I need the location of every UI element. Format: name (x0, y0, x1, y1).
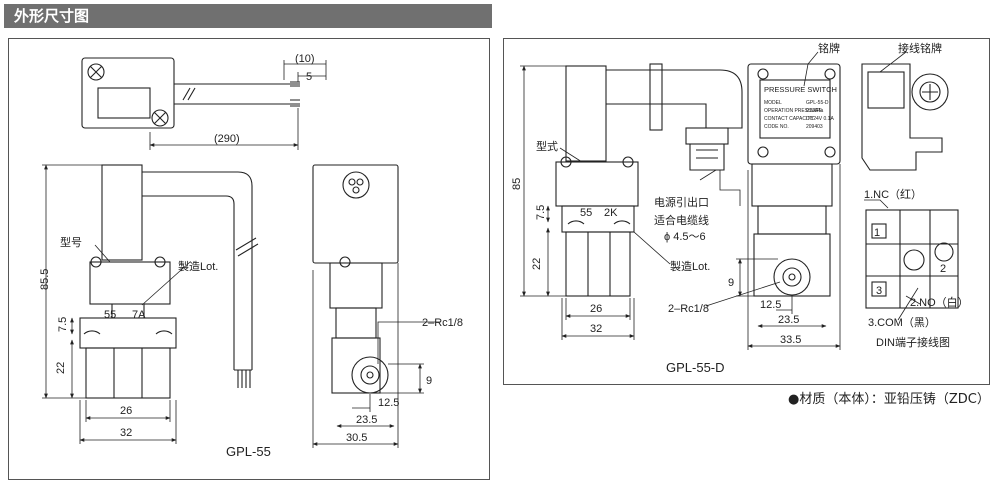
plate-model-label: MODEL (764, 100, 782, 106)
cable-exit-label: 电源引出口 (654, 195, 709, 209)
nameplate-label: 铭牌 (818, 41, 840, 55)
dim-26-right: 26 (590, 303, 602, 315)
gpl-55-d-side-view (747, 63, 841, 297)
plate-title: PRESSURE SWITCH (764, 85, 837, 94)
cable-fit-label: 适合电缆线 (654, 213, 709, 227)
din-connector-view (861, 63, 949, 171)
port-label-right: 2–Rc1/8 (668, 303, 709, 315)
plate-pressure-value: 0.5MPa (806, 108, 823, 114)
section-title: 外形尺寸图 (14, 7, 90, 25)
gpl-55-top-view (81, 57, 300, 129)
plate-code-value: 209403 (806, 124, 823, 130)
gpl-55-side-view (312, 164, 399, 394)
dim-12-5-right: 12.5 (760, 299, 781, 311)
terminal-2: 2 (940, 263, 946, 275)
dim-12-5: 12.5 (378, 397, 399, 409)
dim-32-right: 32 (590, 323, 602, 335)
dim-32: 32 (120, 427, 132, 439)
plate-contact-label: CONTACT CAPACITY (764, 116, 814, 122)
com-label: 3.COM（黑） (868, 316, 936, 329)
code-55-right: 55 (580, 207, 592, 219)
model-gpl-55: GPL-55 (226, 444, 271, 459)
gpl-55-front-view (79, 164, 259, 399)
dim-26: 26 (120, 405, 132, 417)
nameplate: PRESSURE SWITCH MODEL GPL-55-D OPERATION… (764, 85, 837, 130)
dim-85-5: 85.5 (39, 269, 51, 290)
dim-290: (290) (214, 133, 240, 145)
plate-code-label: CODE NO. (764, 124, 789, 130)
cable-diameter-label: ϕ 4.5～6 (664, 231, 706, 243)
dim-85: 85 (511, 178, 523, 190)
type-label: 型式 (536, 139, 558, 153)
lot-label-right: 製造Lot. (670, 259, 710, 273)
gpl-55-drawing-frame (8, 38, 490, 480)
terminal-3: 3 (876, 285, 882, 297)
dim-22-right: 22 (531, 258, 543, 270)
nc-label: 1.NC（红） (864, 188, 922, 201)
terminal-plate-label: 接线铭牌 (898, 41, 942, 55)
no-label: 2.NO（白） (910, 295, 969, 309)
terminal-1: 1 (874, 227, 880, 239)
dim-7-5-right: 7.5 (535, 205, 547, 220)
dim-23-5-right: 23.5 (778, 314, 799, 326)
dim-10-paren: (10) (295, 53, 315, 65)
dim-5: 5 (306, 71, 312, 83)
dim-33-5: 33.5 (780, 334, 801, 346)
gpl-55-views (79, 57, 399, 399)
plate-contact-value: DC24V 0.1A (806, 116, 834, 122)
code-2k: 2K (604, 207, 618, 219)
port-label: 2–Rc1/8 (422, 317, 463, 329)
gpl-55-d-drawing-frame (503, 38, 990, 385)
gpl-55-dimension-lines (42, 60, 440, 448)
model-label: 型号 (60, 235, 82, 249)
dim-22: 22 (55, 362, 67, 374)
dim-30-5: 30.5 (346, 432, 367, 444)
gpl-55-d-dimension-lines (520, 51, 921, 350)
din-title: DIN端子接线图 (876, 335, 950, 349)
code-7a: 7A (132, 309, 146, 321)
gpl-55-d-front-view (555, 63, 743, 297)
model-gpl-55-d: GPL-55-D (666, 360, 725, 375)
gpl-55-d-text: 85 7.5 22 26 32 型式 55 2K 电源引出口 适合电缆线 ϕ 4… (511, 41, 969, 375)
material-note: ●材质（本体）：亚铅压铸（ZDC） (788, 392, 990, 407)
code-55: 55 (104, 309, 116, 321)
plate-model-value: GPL-55-D (806, 100, 829, 106)
dim-9-right: 9 (728, 277, 734, 289)
dim-9: 9 (426, 375, 432, 387)
plate-pressure-label: OPERATION PRESSURE (764, 108, 823, 114)
section-title-bar: 外形尺寸图 (4, 4, 492, 28)
din-terminal-diagram (865, 209, 959, 309)
dim-23-5: 23.5 (356, 414, 377, 426)
gpl-55-d-views (555, 63, 959, 309)
lot-label: 製造Lot. (178, 259, 218, 273)
dim-7-5: 7.5 (57, 317, 69, 332)
gpl-55-text: (10) 5 (290) 85.5 7.5 22 26 32 型号 製造Lot.… (39, 53, 463, 459)
